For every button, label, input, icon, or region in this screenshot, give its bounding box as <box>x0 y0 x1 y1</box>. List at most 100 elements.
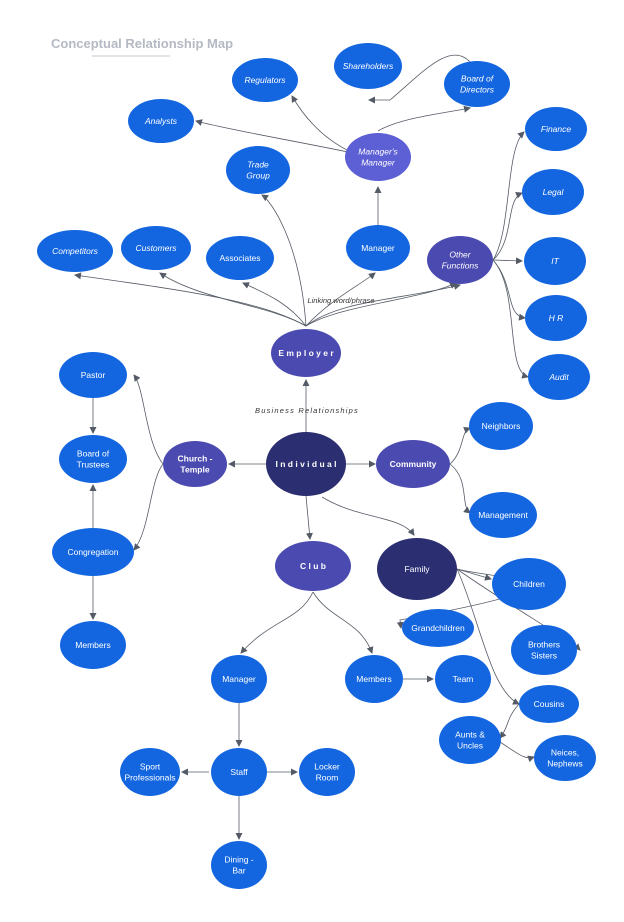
node-aunts-uncles[interactable]: Aunts &Uncles <box>439 716 501 764</box>
node-label: Cousins <box>534 699 565 709</box>
node-members-club[interactable]: Members <box>345 655 403 703</box>
node-staff[interactable]: Staff <box>211 748 267 796</box>
node-label: H R <box>549 313 564 323</box>
map-title: Conceptual Relationship Map <box>51 36 233 51</box>
node-legal[interactable]: Legal <box>522 169 584 215</box>
concept-nodes: Regulators Shareholders Board ofDirectorsA… <box>37 43 596 889</box>
node-shape <box>435 655 491 703</box>
node-shape <box>59 352 127 398</box>
node-shape <box>206 236 274 280</box>
node-associates[interactable]: Associates <box>206 236 274 280</box>
linking-phrase-label: Linking word/phrase <box>307 296 374 305</box>
connector-line <box>492 131 525 261</box>
node-customers[interactable]: Customers <box>121 226 191 270</box>
node-shape <box>334 43 402 89</box>
connector-line <box>291 95 359 156</box>
node-shareholders[interactable]: Shareholders <box>334 43 402 89</box>
node-shape <box>52 528 134 576</box>
node-label: Dining - <box>224 855 253 865</box>
node-shape <box>60 621 126 669</box>
node-label: Brothers <box>528 640 560 650</box>
node-label: Trustees <box>77 460 110 470</box>
node-family[interactable]: Family <box>377 538 457 600</box>
node-label: Community <box>390 459 437 469</box>
node-label: Family <box>404 564 430 574</box>
node-cousins[interactable]: Cousins <box>519 685 579 723</box>
node-shape <box>524 237 586 285</box>
connector-line <box>305 495 313 540</box>
connector-line <box>133 374 164 465</box>
node-manager-club[interactable]: Manager <box>211 655 267 703</box>
node-analysts[interactable]: Analysts <box>128 99 194 143</box>
node-team[interactable]: Team <box>435 655 491 703</box>
node-label: Functions <box>442 261 480 271</box>
node-shape <box>128 99 194 143</box>
node-dining-bar[interactable]: Dining -Bar <box>211 841 267 889</box>
node-shape <box>469 402 533 450</box>
node-shape <box>444 61 510 107</box>
node-congregation[interactable]: Congregation <box>52 528 134 576</box>
node-pastor[interactable]: Pastor <box>59 352 127 398</box>
node-label: Locker <box>314 762 340 772</box>
node-club[interactable]: C l u b <box>275 541 351 591</box>
node-church[interactable]: Church -Temple <box>163 441 227 487</box>
connector-line <box>499 741 535 763</box>
node-members-church[interactable]: Members <box>60 621 126 669</box>
node-shape <box>346 225 410 271</box>
node-manager-emp[interactable]: Manager <box>346 225 410 271</box>
node-shape <box>519 685 579 723</box>
node-label: Trade <box>247 160 269 170</box>
node-it[interactable]: IT <box>524 237 586 285</box>
node-audit[interactable]: Audit <box>528 354 590 400</box>
node-shape <box>528 354 590 400</box>
node-community[interactable]: Community <box>376 440 450 488</box>
node-label: Sport <box>140 762 161 772</box>
node-shape <box>525 107 587 151</box>
node-finance[interactable]: Finance <box>525 107 587 151</box>
node-shape <box>232 58 298 102</box>
node-shape <box>37 230 113 272</box>
connector-line <box>377 105 471 132</box>
node-nieces-nephews[interactable]: Neices,Nephews <box>534 735 596 781</box>
node-management[interactable]: Management <box>469 492 537 538</box>
connector-line <box>305 282 457 327</box>
node-competitors[interactable]: Competitors <box>37 230 113 272</box>
node-label: Uncles <box>457 741 483 751</box>
node-hr[interactable]: H R <box>525 295 587 341</box>
node-shape <box>377 538 457 600</box>
node-label: Other <box>449 250 471 260</box>
node-shape <box>266 432 346 496</box>
node-shape <box>211 655 267 703</box>
node-label: Board of <box>461 74 495 84</box>
node-neighbors[interactable]: Neighbors <box>469 402 533 450</box>
node-regulators[interactable]: Regulators <box>232 58 298 102</box>
node-shape <box>522 169 584 215</box>
node-label: Temple <box>180 465 209 475</box>
node-children[interactable]: Children <box>492 558 566 610</box>
connector-line <box>240 591 314 654</box>
node-label: I n d i v i d u a l <box>276 459 337 469</box>
node-label: Church - <box>178 454 213 464</box>
node-label: Neighbors <box>482 421 521 431</box>
business-relationships-label: Business Relationships <box>255 406 359 415</box>
node-shape <box>211 841 267 889</box>
node-label: Nephews <box>547 759 582 769</box>
node-shape <box>275 541 351 591</box>
node-label: Team <box>453 674 474 684</box>
node-label: Associates <box>219 253 260 263</box>
connector-line <box>133 463 164 551</box>
node-label: E m p l o y e r <box>278 348 334 358</box>
node-individual[interactable]: I n d i v i d u a l <box>266 432 346 496</box>
node-label: Staff <box>230 767 248 777</box>
node-employer[interactable]: E m p l o y e r <box>271 329 341 377</box>
node-grandchildren[interactable]: Grandchildren <box>402 609 474 647</box>
